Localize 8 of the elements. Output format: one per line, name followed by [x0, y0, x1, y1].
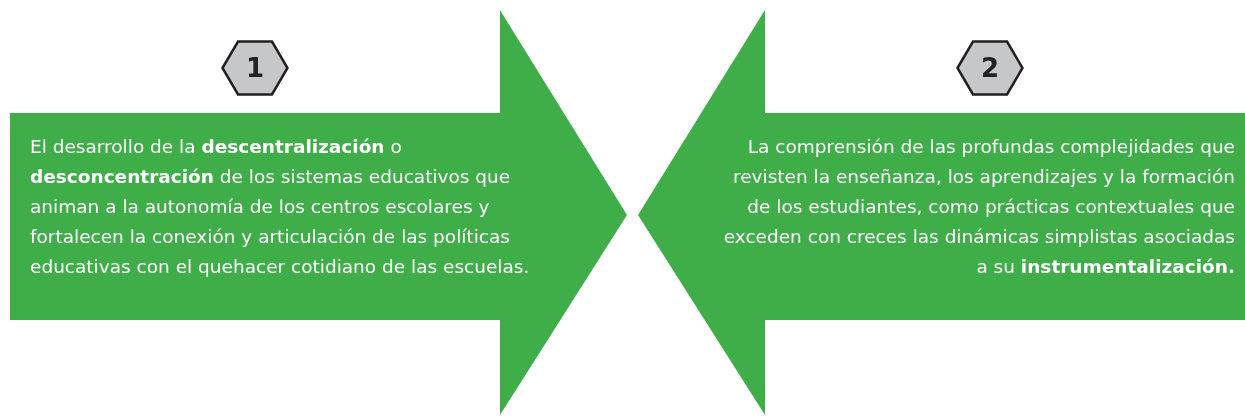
description-text: El desarrollo de la descentralización o desconcentración de los sistemas educativos que animan a la autonomía de los centros escolares y fortalecen la conexión y articulación de las políticas educativas con el quehacer cotidiano de las escuelas. [30, 135, 531, 279]
step-number: 2 [980, 53, 1000, 83]
arrow-shape [10, 10, 627, 415]
step-number: 1 [245, 53, 265, 83]
arrow-shape [638, 10, 1245, 415]
number-hexagon [221, 40, 289, 96]
description-text: La comprensión de las profundas complejidades que revisten la enseñanza, los aprendizajes y la formación de los estudiantes, como prácticas contextuales que exceden con creces las dinámicas simplistas asociadas a su instrumentalización. [722, 135, 1235, 279]
number-hexagon [956, 40, 1024, 96]
